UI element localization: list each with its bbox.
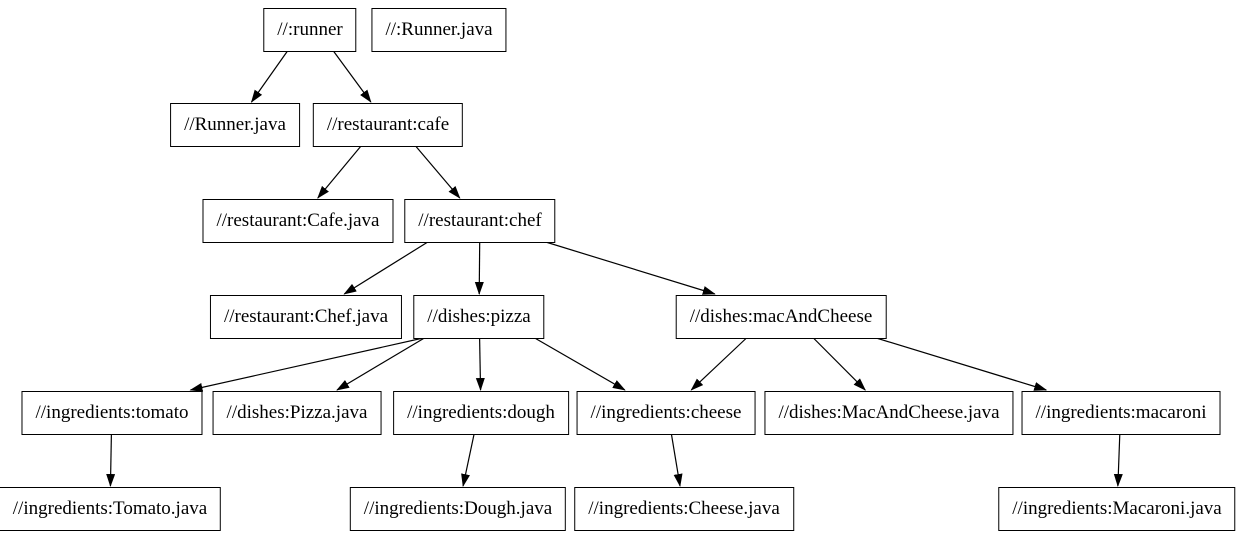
node-dough: //ingredients:dough	[393, 391, 569, 435]
node-mac-and-cheese: //dishes:macAndCheese	[675, 295, 887, 339]
node-tomato-java: //ingredients:Tomato.java	[0, 487, 222, 531]
edge-dough-dough_java	[461, 433, 475, 487]
edge-cheese-cheese_java	[670, 433, 683, 487]
node-pizza: //dishes:pizza	[413, 295, 545, 339]
node-runner-java: //Runner.java	[170, 103, 300, 147]
edge-mac_and_cheese-cheese	[690, 337, 747, 391]
node-chef: //restaurant:chef	[404, 199, 556, 243]
node-tomato: //ingredients:tomato	[21, 391, 203, 435]
edge-pizza-dough	[475, 337, 485, 391]
node-chef-java: //restaurant:Chef.java	[209, 295, 403, 339]
edge-chef-chef_java	[343, 241, 429, 295]
edge-macaroni-macaroni_java	[1113, 433, 1123, 487]
node-cafe-java: //restaurant:Cafe.java	[202, 199, 394, 243]
node-dough-java: //ingredients:Dough.java	[349, 487, 567, 531]
edge-tomato-tomato_java	[106, 433, 116, 487]
edge-pizza-tomato	[189, 337, 424, 392]
edge-mac_and_cheese-mac_and_cheese_java	[812, 337, 866, 391]
edge-mac_and_cheese-macaroni	[876, 337, 1048, 391]
edge-pizza-cheese	[534, 337, 626, 391]
node-cafe: //restaurant:cafe	[312, 103, 464, 147]
node-runner: //:runner	[263, 8, 357, 52]
edge-cafe-cafe_java	[317, 145, 362, 199]
edge-chef-mac_and_cheese	[545, 241, 716, 295]
edge-runner-cafe	[332, 50, 372, 103]
node-cheese-java: //ingredients:Cheese.java	[574, 487, 794, 531]
node-mac-and-cheese-java: //dishes:MacAndCheese.java	[764, 391, 1014, 435]
node-cheese: //ingredients:cheese	[576, 391, 756, 435]
edge-cafe-chef	[415, 145, 461, 199]
node-runner-java-target: //:Runner.java	[371, 8, 507, 52]
node-pizza-java: //dishes:Pizza.java	[212, 391, 382, 435]
edge-pizza-pizza_java	[336, 337, 425, 391]
node-macaroni-java: //ingredients:Macaroni.java	[998, 487, 1236, 531]
node-macaroni: //ingredients:macaroni	[1021, 391, 1221, 435]
edge-runner-runner_java	[250, 50, 288, 103]
